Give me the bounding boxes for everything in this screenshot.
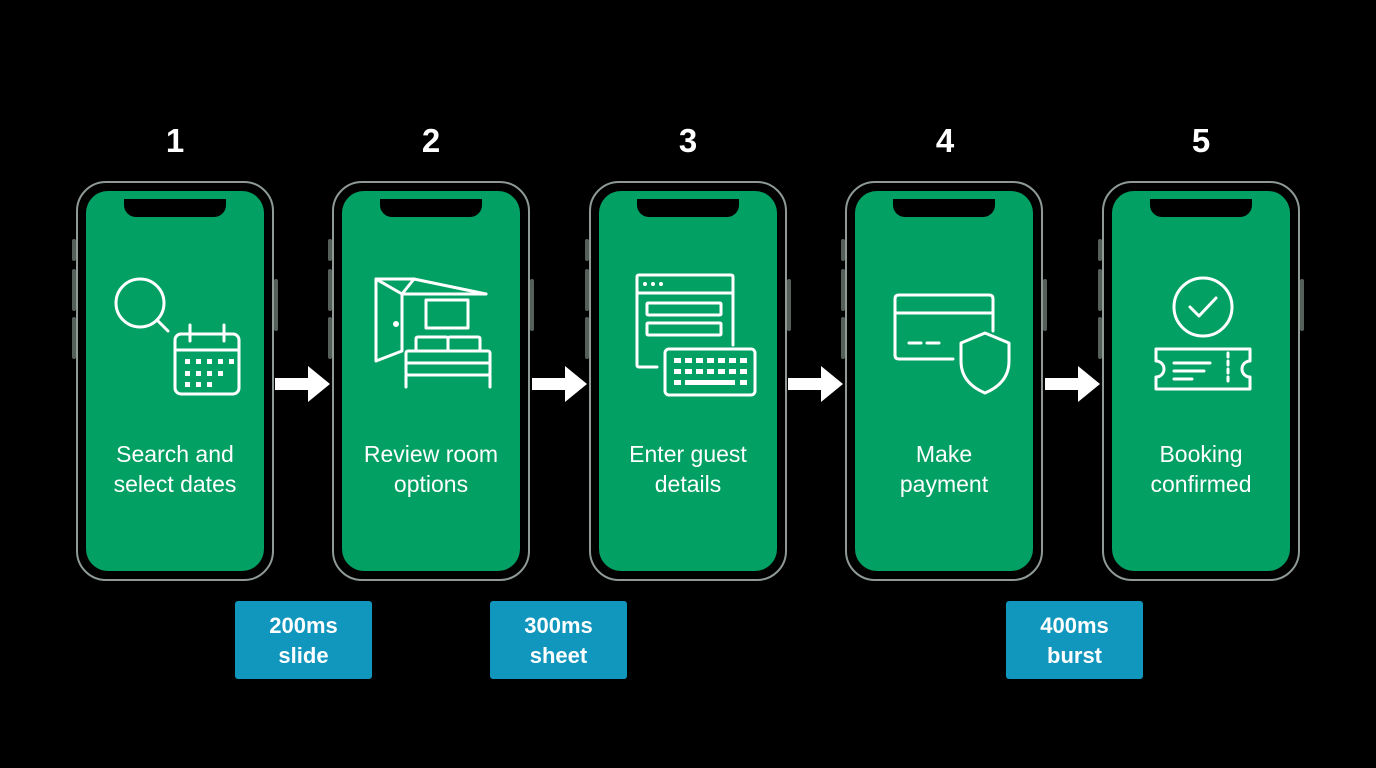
phone-side-button (841, 317, 845, 359)
phone-side-button (328, 269, 332, 311)
phone-screen: Enter guest details (599, 191, 777, 571)
step-caption: Review room options (342, 439, 520, 499)
phone-side-button (1098, 269, 1102, 311)
phone-notch (637, 199, 739, 217)
step-caption-line: Enter guest (629, 441, 747, 467)
phone-screen: Review room options (342, 191, 520, 571)
arrow-right-icon (788, 366, 843, 402)
phone-side-button (72, 239, 76, 261)
step-caption-line: options (393, 471, 469, 497)
arrow-right-icon (532, 366, 587, 402)
transition-duration: 400ms (1040, 613, 1109, 638)
step-number-5: 5 (1191, 122, 1211, 159)
phone-notch (893, 199, 995, 217)
step-caption-line: select dates (113, 471, 237, 497)
step-caption-line: Make (915, 441, 973, 467)
step-number-4: 4 (935, 122, 955, 159)
step-number-1: 1 (165, 122, 185, 159)
step-caption-line: confirmed (1150, 471, 1252, 497)
transition-duration: 300ms (524, 613, 593, 638)
phone-step-4: Make payment (841, 181, 1047, 581)
phone-step-3: Enter guest details (585, 181, 791, 581)
phone-screen: Search and select dates (86, 191, 264, 571)
search-calendar-icon (114, 277, 241, 396)
phone-side-button (72, 269, 76, 311)
step-caption-line: payment (899, 471, 989, 497)
transition-badge-1: 200ms slide (235, 601, 372, 679)
card-shield-icon (893, 293, 1011, 395)
step-number-3: 3 (678, 122, 698, 159)
phone-screen: Make payment (855, 191, 1033, 571)
phone-side-button (1300, 279, 1304, 331)
hotel-room-icon (374, 277, 492, 389)
step-caption: Booking confirmed (1112, 439, 1290, 499)
step-caption-line: Booking (1159, 441, 1243, 467)
phone-side-button (72, 317, 76, 359)
phone-side-button (787, 279, 791, 331)
phone-side-button (1043, 279, 1047, 331)
phone-side-button (1098, 239, 1102, 261)
step-caption: Make payment (855, 439, 1033, 499)
phone-notch (1150, 199, 1252, 217)
phone-side-button (1098, 317, 1102, 359)
phone-side-button (841, 239, 845, 261)
step-caption-line: details (654, 471, 722, 497)
phone-side-button (585, 317, 589, 359)
phone-step-1: Search and select dates (72, 181, 278, 581)
transition-type: slide (278, 643, 329, 668)
arrow-right-icon (275, 366, 330, 402)
transition-duration: 200ms (269, 613, 338, 638)
phone-step-2: Review room options (328, 181, 534, 581)
phone-notch (124, 199, 226, 217)
phone-notch (380, 199, 482, 217)
check-ticket-icon (1154, 276, 1252, 391)
step-caption: Enter guest details (599, 439, 777, 499)
arrow-right-icon (1045, 366, 1100, 402)
step-caption-line: Search and (116, 441, 234, 467)
step-number-2: 2 (421, 122, 441, 159)
transition-type: sheet (529, 643, 588, 668)
transition-type: burst (1047, 643, 1102, 668)
phone-side-button (585, 269, 589, 311)
phone-side-button (585, 239, 589, 261)
phone-step-5: Booking confirmed (1098, 181, 1304, 581)
phone-side-button (328, 239, 332, 261)
phone-screen: Booking confirmed (1112, 191, 1290, 571)
step-caption: Search and select dates (86, 439, 264, 499)
form-keyboard-icon (635, 273, 757, 397)
step-caption-line: Review room (363, 441, 499, 467)
transition-badge-3: 400ms burst (1006, 601, 1143, 679)
phone-side-button (274, 279, 278, 331)
phone-side-button (841, 269, 845, 311)
phone-side-button (328, 317, 332, 359)
phone-side-button (530, 279, 534, 331)
transition-badge-2: 300ms sheet (490, 601, 627, 679)
